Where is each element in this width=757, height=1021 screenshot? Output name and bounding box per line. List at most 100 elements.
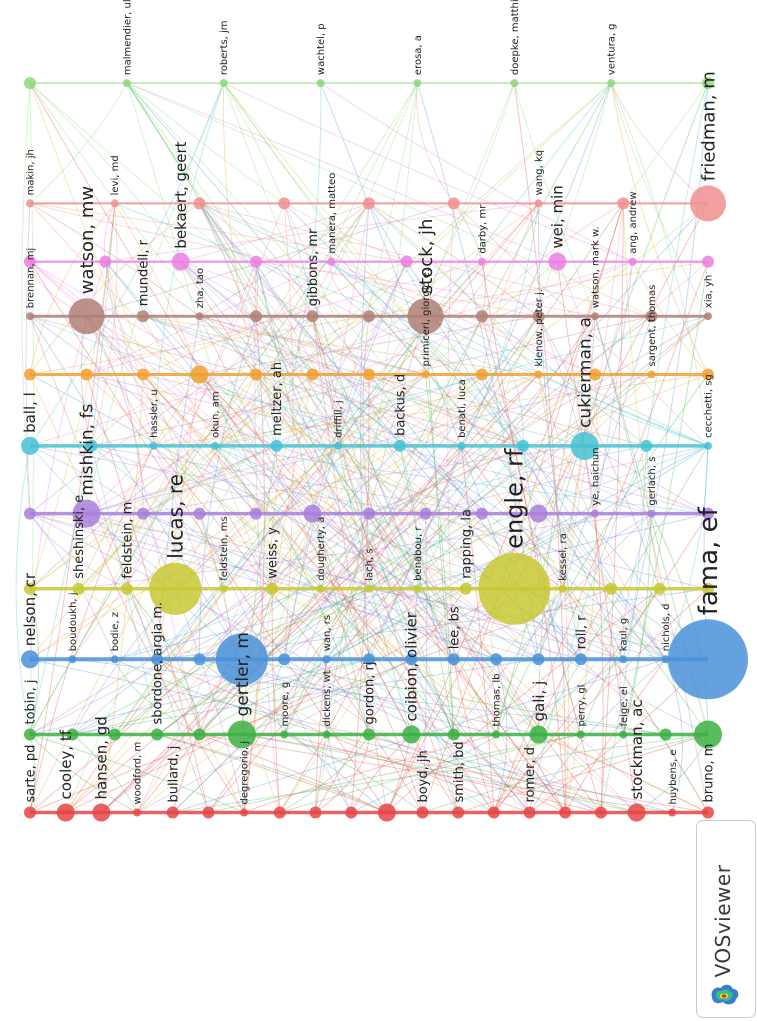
author-node[interactable] — [193, 728, 206, 741]
author-node[interactable] — [24, 806, 36, 819]
author-node[interactable] — [619, 655, 628, 664]
author-node[interactable] — [365, 584, 373, 593]
vosviewer-badge[interactable]: VOSviewer — [696, 820, 756, 1018]
author-node[interactable] — [278, 653, 291, 666]
author-node[interactable] — [702, 582, 714, 595]
author-node[interactable] — [702, 255, 714, 268]
author-node[interactable] — [166, 806, 179, 819]
author-node[interactable] — [702, 368, 714, 381]
author-node[interactable] — [24, 728, 36, 741]
author-node[interactable] — [694, 720, 722, 749]
author-node[interactable] — [640, 439, 653, 452]
author-node[interactable] — [523, 806, 536, 819]
author-node[interactable] — [628, 257, 637, 266]
author-node[interactable] — [690, 185, 726, 222]
author-node[interactable] — [532, 310, 545, 323]
author-node[interactable] — [459, 582, 472, 595]
author-node[interactable] — [120, 582, 133, 595]
author-node[interactable] — [303, 504, 322, 523]
author-node[interactable] — [266, 582, 279, 595]
author-node[interactable] — [476, 507, 488, 520]
author-node[interactable] — [110, 655, 119, 664]
author-node[interactable] — [452, 806, 465, 819]
author-node[interactable] — [702, 77, 714, 90]
author-node[interactable] — [56, 803, 75, 822]
author-node[interactable] — [704, 441, 712, 450]
author-node[interactable] — [589, 368, 601, 381]
author-node[interactable] — [647, 509, 656, 518]
author-node[interactable] — [421, 370, 430, 379]
author-node[interactable] — [137, 507, 149, 520]
author-node[interactable] — [363, 653, 375, 666]
author-node[interactable] — [24, 77, 36, 90]
author-node[interactable] — [309, 806, 322, 819]
author-node[interactable] — [137, 310, 149, 323]
author-node[interactable] — [559, 806, 572, 819]
author-node[interactable] — [668, 808, 677, 817]
author-node[interactable] — [219, 584, 228, 593]
author-node[interactable] — [210, 441, 219, 450]
author-node[interactable] — [250, 255, 262, 268]
author-node[interactable] — [273, 806, 286, 819]
author-node[interactable] — [407, 298, 444, 335]
author-node[interactable] — [316, 79, 325, 88]
author-node[interactable] — [416, 806, 429, 819]
author-node[interactable] — [661, 655, 670, 664]
author-node[interactable] — [558, 584, 567, 593]
author-node[interactable] — [270, 439, 283, 452]
author-node[interactable] — [534, 370, 543, 379]
author-node[interactable] — [66, 728, 79, 741]
author-node[interactable] — [24, 507, 36, 520]
author-node[interactable] — [487, 806, 500, 819]
author-node[interactable] — [413, 79, 422, 88]
author-node[interactable] — [476, 368, 488, 381]
author-node[interactable] — [193, 507, 206, 520]
author-node[interactable] — [605, 582, 618, 595]
author-node[interactable] — [447, 728, 460, 741]
author-node[interactable] — [447, 653, 460, 666]
author-node[interactable] — [702, 806, 714, 819]
author-node[interactable] — [647, 370, 656, 379]
author-node[interactable] — [80, 368, 93, 381]
author-node[interactable] — [250, 368, 262, 381]
author-node[interactable] — [137, 368, 149, 381]
author-node[interactable] — [316, 584, 325, 593]
author-node[interactable] — [24, 582, 36, 595]
author-node[interactable] — [405, 653, 418, 666]
author-node[interactable] — [21, 650, 39, 669]
author-node[interactable] — [548, 252, 567, 271]
author-node[interactable] — [702, 507, 714, 520]
author-node[interactable] — [668, 619, 748, 700]
author-node[interactable] — [345, 806, 358, 819]
author-node[interactable] — [574, 653, 587, 666]
author-node[interactable] — [306, 368, 319, 381]
author-node[interactable] — [517, 439, 530, 452]
author-node[interactable] — [108, 728, 121, 741]
author-node[interactable] — [122, 79, 131, 88]
author-node[interactable] — [149, 562, 202, 615]
author-node[interactable] — [322, 655, 331, 664]
author-node[interactable] — [704, 312, 712, 321]
author-node[interactable] — [447, 197, 460, 210]
author-node[interactable] — [619, 730, 628, 739]
author-node[interactable] — [529, 725, 548, 744]
author-node[interactable] — [133, 808, 142, 817]
author-node[interactable] — [534, 199, 543, 208]
author-node[interactable] — [476, 310, 488, 323]
author-node[interactable] — [68, 298, 105, 335]
author-node[interactable] — [591, 312, 599, 321]
author-node[interactable] — [306, 310, 319, 323]
author-node[interactable] — [250, 310, 262, 323]
author-node[interactable] — [240, 808, 249, 817]
author-node[interactable] — [322, 730, 331, 739]
author-node[interactable] — [92, 803, 111, 822]
author-node[interactable] — [413, 584, 422, 593]
author-node[interactable] — [529, 504, 548, 523]
author-node[interactable] — [419, 507, 432, 520]
author-node[interactable] — [490, 653, 503, 666]
author-node[interactable] — [215, 633, 268, 686]
author-node[interactable] — [492, 730, 501, 739]
author-node[interactable] — [400, 255, 413, 268]
author-node[interactable] — [627, 803, 646, 822]
author-node[interactable] — [99, 255, 112, 268]
